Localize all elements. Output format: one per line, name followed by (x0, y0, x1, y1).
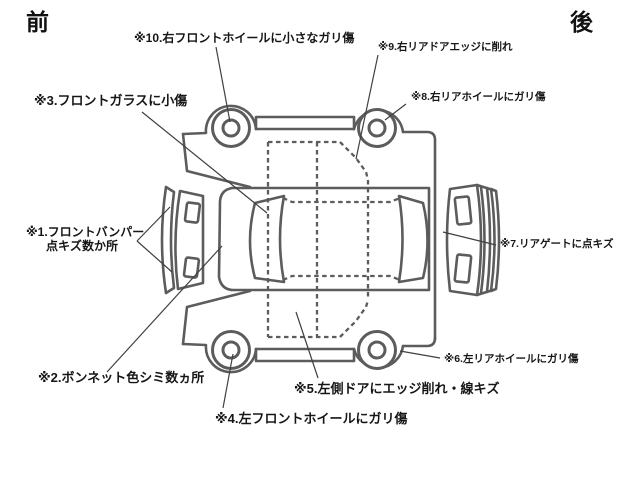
wheel-right-front (211, 108, 251, 148)
leader-2 (106, 245, 223, 373)
leader-7 (442, 231, 497, 246)
leader-10 (215, 46, 231, 123)
damage-label-5: ※5.左側ドアにエッジ削れ・線キズ (294, 381, 500, 396)
wheel-left-rear (357, 330, 397, 370)
door-projection-lines (266, 140, 401, 339)
leader-1 (136, 206, 173, 273)
damage-label-1: ※1.フロントバンパー 点キズ数か所 (26, 225, 145, 254)
damage-label-1-line1: ※1.フロントバンパー (26, 225, 145, 239)
taillight-bottom (453, 253, 473, 284)
car-left-side-view (181, 289, 437, 374)
leader-lines (106, 46, 497, 409)
car-rear-view (445, 183, 501, 297)
headlight-bottom (182, 256, 201, 279)
leader-6 (399, 350, 441, 359)
wheel-left-front (211, 330, 251, 370)
leader-4 (222, 353, 234, 409)
damage-label-2: ※2.ボンネット色シミ数ヵ所 (38, 370, 205, 385)
damage-label-3: ※3.フロントガラスに小傷 (34, 93, 188, 108)
rear-window (397, 194, 429, 284)
car-front-view (160, 185, 205, 295)
leader-8 (384, 103, 407, 121)
damage-label-10: ※10.右フロントホイールに小さなガリ傷 (134, 31, 355, 45)
front-orientation-label: 前 (26, 9, 49, 35)
leader-3 (141, 111, 268, 214)
damage-label-6: ※6.左リアホイールにガリ傷 (444, 353, 579, 365)
headlight-top (183, 201, 202, 224)
front-bumper (160, 185, 176, 295)
taillight-top (453, 195, 473, 226)
damage-label-8: ※8.右リアホイールにガリ傷 (411, 91, 546, 103)
wheel-right-rear (357, 108, 397, 148)
damage-label-1-line2: 点キズ数か所 (45, 239, 118, 254)
leader-5 (295, 311, 319, 379)
leader-9 (355, 54, 379, 160)
damage-label-4: ※4.左フロントホイールにガリ傷 (215, 411, 408, 426)
rear-orientation-label: 後 (570, 9, 593, 35)
car-top-view (217, 140, 431, 339)
rear-bumper (489, 187, 501, 293)
damage-label-9: ※9.右リアドアエッジに削れ (378, 41, 513, 53)
windshield (248, 194, 286, 284)
damage-label-7: ※7.リアゲートに点キズ (500, 238, 614, 250)
